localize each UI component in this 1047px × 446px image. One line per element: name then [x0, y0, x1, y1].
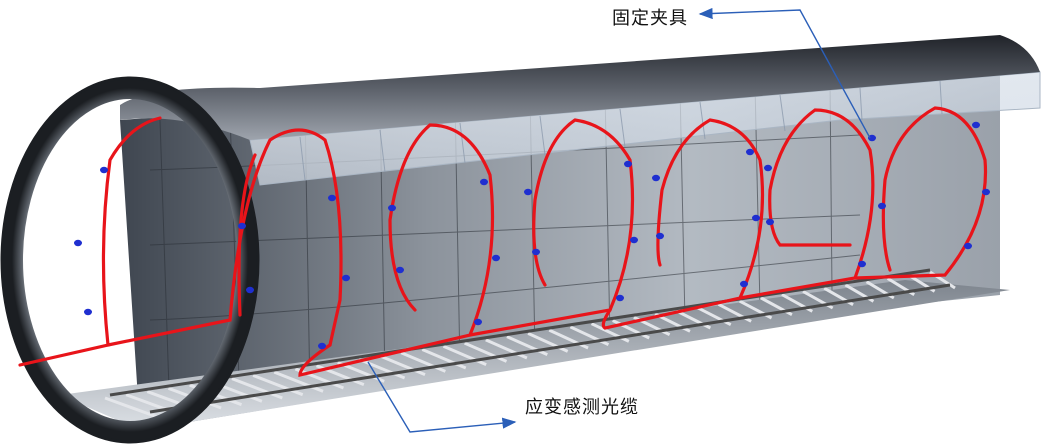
cable-loop-4: [468, 118, 635, 337]
clamp-point: [238, 222, 246, 230]
clamp-point: [246, 286, 254, 294]
clamp-point: [74, 239, 82, 247]
clamp-point: [740, 280, 748, 288]
clamp-point: [652, 174, 660, 182]
top-panel-ribs: [299, 80, 943, 181]
cable-loop-6: [738, 108, 875, 300]
fixed-clamps: [74, 121, 990, 350]
clamp-point: [746, 148, 754, 156]
track-tie: [294, 367, 345, 390]
track-tie: [379, 354, 426, 377]
clamp-point: [878, 202, 886, 210]
cable-loop-5: [601, 118, 765, 330]
clamp-point: [630, 236, 638, 244]
clamp-point: [858, 260, 866, 268]
clamp-point: [868, 134, 876, 142]
track-tie: [421, 348, 467, 370]
clamp-point: [396, 266, 404, 274]
cable-loop-2: [237, 153, 257, 317]
tunnel-outer-shell-top: [120, 35, 1040, 140]
clamp-point: [492, 254, 500, 262]
clamp-point: [752, 214, 760, 222]
clamp-point: [766, 218, 774, 226]
tunnel-near-ring-edge: [0, 76, 260, 444]
track-tie: [506, 335, 548, 357]
clamp-point: [388, 204, 396, 212]
track-rails: [109, 268, 951, 414]
track-tie: [548, 328, 589, 350]
clamp-point: [982, 188, 990, 196]
track-tie: [358, 357, 406, 380]
cable-feed-left: [18, 116, 162, 367]
track-tie: [485, 338, 528, 360]
clamp-point: [84, 308, 92, 316]
track-tie: [400, 351, 446, 373]
clamp-point: [972, 121, 980, 129]
clamp-point: [524, 188, 532, 196]
cable-loop-3: [298, 123, 495, 378]
track-tie: [464, 341, 508, 363]
clamp-point: [656, 232, 664, 240]
track-tie: [527, 332, 569, 353]
track-tie: [442, 344, 487, 367]
clamp-point: [764, 164, 772, 172]
clamp-point: [474, 318, 482, 326]
strain-cable-label: 应变感测光缆: [525, 397, 639, 418]
clamp-point: [100, 166, 108, 174]
track-tie: [252, 373, 304, 397]
clamp-point: [616, 294, 624, 302]
clamp-point: [342, 274, 350, 282]
clamp-point: [624, 160, 632, 168]
track-tie: [231, 377, 283, 400]
cable-leader-line: [367, 361, 517, 433]
clamp-point: [964, 242, 972, 250]
clamp-point: [318, 342, 326, 350]
clamp-point: [328, 194, 336, 202]
clamp-leader-line: [698, 7, 871, 139]
clamp-point: [532, 248, 540, 256]
track-tie: [273, 370, 324, 393]
clamp-point: [480, 178, 488, 186]
tunnel-near-ring: [1, 77, 259, 443]
fixed-clamp-label: 固定夹具: [612, 8, 688, 29]
track-tie: [104, 396, 161, 420]
